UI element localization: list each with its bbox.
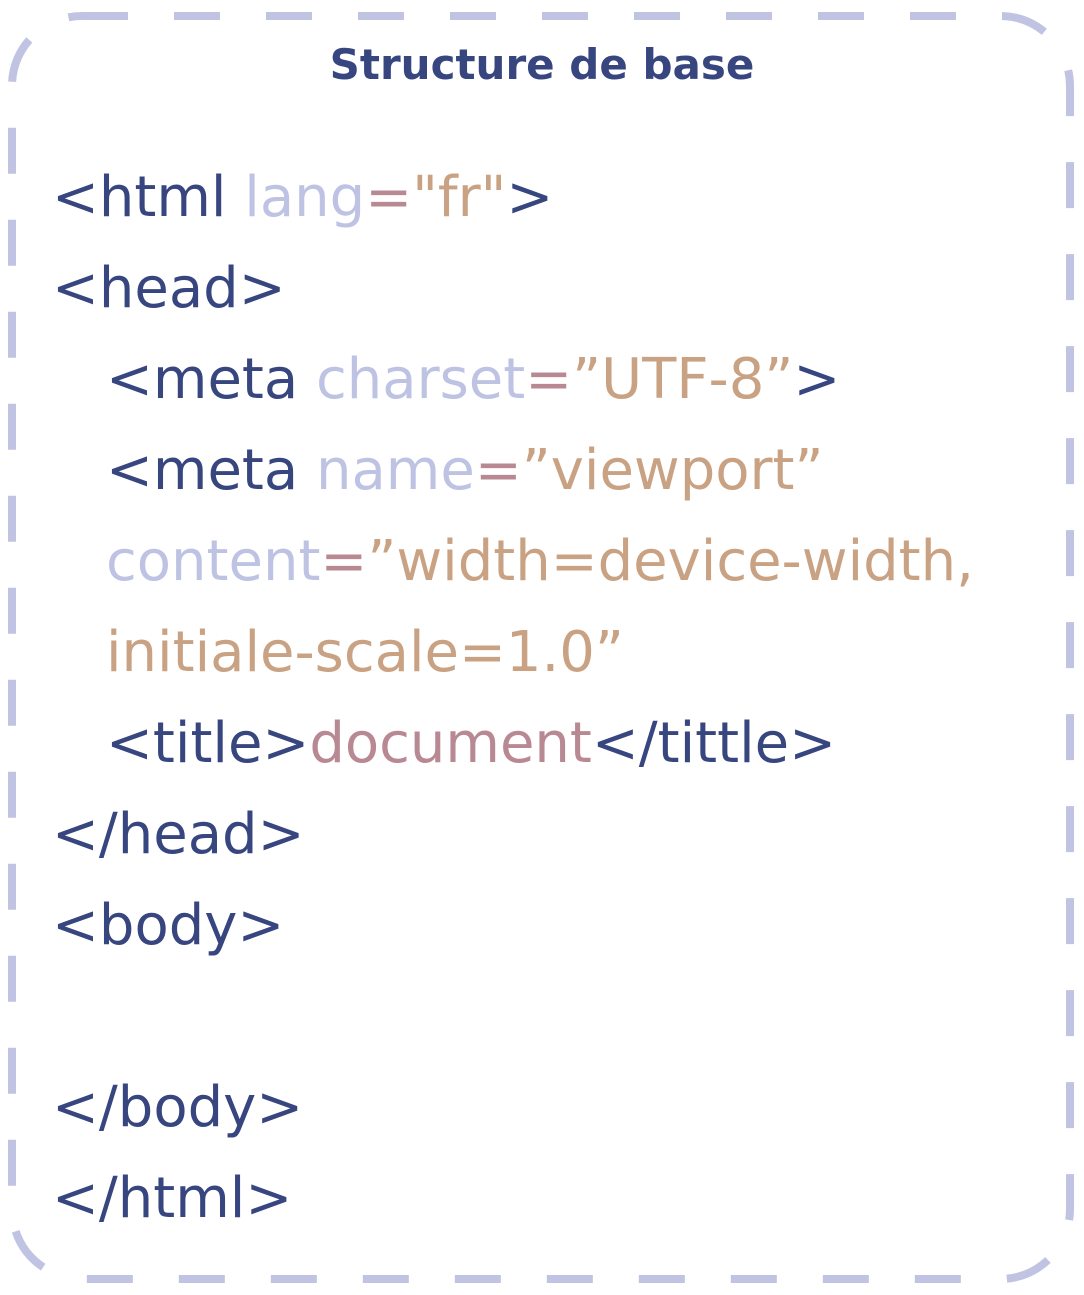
code-token-val: initiale-scale=1.0”	[106, 620, 624, 685]
code-token-tag: </html>	[52, 1166, 293, 1231]
code-token-txt: document	[309, 711, 592, 776]
diagram-title: Structure de base	[329, 40, 755, 89]
code-line: <meta charset=”UTF-8”>	[52, 334, 974, 425]
code-line: <title>document</tittle>	[52, 698, 974, 789]
code-line: <head>	[52, 243, 974, 334]
code-token-tag: >	[506, 165, 554, 230]
code-line: </head>	[52, 789, 974, 880]
code-token-attr: charset	[316, 347, 526, 412]
code-token-tag: </head>	[52, 802, 305, 867]
code-token-attr: lang	[244, 165, 366, 230]
code-token-tag: <meta	[106, 347, 316, 412]
code-token-tag: </tittle>	[591, 711, 837, 776]
code-line: </html>	[52, 1153, 974, 1244]
code-token-tag: <title>	[106, 711, 310, 776]
code-token-val: ”UTF-8”	[572, 347, 794, 412]
code-token-eq: =	[525, 347, 573, 412]
code-line: <meta name=”viewport”	[52, 425, 974, 516]
code-token-eq: =	[320, 529, 368, 594]
code-token-tag: >	[793, 347, 841, 412]
code-block: <html lang="fr"><head><meta charset=”UTF…	[52, 152, 974, 1244]
code-line: content=”width=device-width,	[52, 516, 974, 607]
code-token-tag: <meta	[106, 438, 316, 503]
code-line: initiale-scale=1.0”	[52, 607, 974, 698]
code-token-tag: <head>	[52, 256, 286, 321]
code-token-eq: =	[365, 165, 413, 230]
code-line: <body>	[52, 880, 974, 971]
code-token-val: ”width=device-width,	[367, 529, 974, 594]
code-token-tag: </body>	[52, 1075, 304, 1140]
code-token-tag: <body>	[52, 893, 285, 958]
code-line: <html lang="fr">	[52, 152, 974, 243]
code-token-eq: =	[474, 438, 522, 503]
code-token-attr: content	[106, 529, 321, 594]
code-token-val: ”viewport”	[521, 438, 824, 503]
code-line: </body>	[52, 1062, 974, 1153]
code-token-attr: name	[316, 438, 475, 503]
code-line	[52, 971, 974, 1062]
code-token-val: "fr"	[412, 165, 507, 230]
code-token-tag: <html	[52, 165, 245, 230]
